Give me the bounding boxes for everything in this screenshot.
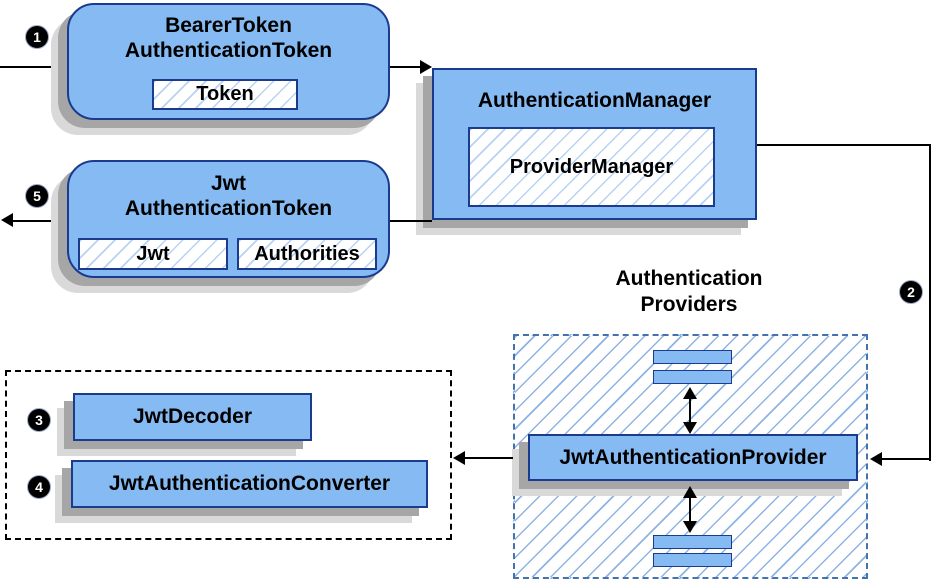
jwt-authentication-provider-label: JwtAuthenticationProvider bbox=[559, 445, 827, 469]
bidirectional-arrow-top-down-arrowhead-icon bbox=[683, 422, 697, 434]
step-4-badge: 4 bbox=[28, 476, 50, 498]
bidirectional-arrow-top-line bbox=[689, 397, 691, 424]
authentication-manager-title: AuthenticationManager bbox=[434, 70, 755, 113]
manager-return-line bbox=[390, 220, 432, 222]
step-2-connector-arrowhead-icon bbox=[870, 452, 882, 466]
incoming-request-line bbox=[0, 66, 67, 68]
jwt-field-label: Jwt bbox=[136, 242, 170, 265]
token-field-label: Token bbox=[196, 83, 254, 105]
bearer-token-title-line1: BearerToken bbox=[165, 14, 292, 37]
jwt-authentication-provider-node: JwtAuthenticationProvider bbox=[528, 434, 858, 481]
result-out-line bbox=[13, 220, 67, 222]
providers-group-label: Authentication Providers bbox=[564, 266, 814, 318]
authentication-manager-node: AuthenticationManager ProviderManager bbox=[432, 68, 757, 220]
step-3-badge: 3 bbox=[28, 409, 50, 431]
arrow-to-authentication-manager-line bbox=[390, 66, 421, 68]
arrow-to-authentication-manager-arrowhead-icon bbox=[420, 60, 432, 74]
bearer-token-title-line2: AuthenticationToken bbox=[124, 39, 333, 62]
token-field: Token bbox=[152, 79, 298, 110]
jwt-decoder-label: JwtDecoder bbox=[132, 405, 253, 428]
bidirectional-arrow-bottom-line bbox=[689, 496, 691, 523]
jwt-token-title-line1: Jwt bbox=[210, 172, 246, 195]
result-out-arrowhead-icon bbox=[1, 213, 13, 227]
authorities-field-label: Authorities bbox=[254, 242, 360, 265]
bearer-token-authentication-token-node: BearerToken AuthenticationToken Token bbox=[67, 3, 390, 120]
step-5-badge: 5 bbox=[26, 185, 48, 207]
providers-group-label-line1: Authentication bbox=[615, 267, 763, 290]
step-2-connector-vertical-segment bbox=[929, 144, 931, 461]
jwt-field: Jwt bbox=[78, 238, 228, 270]
step-2-badge: 2 bbox=[900, 281, 922, 303]
jwt-token-title-line2: AuthenticationToken bbox=[124, 197, 333, 220]
step-1-badge: 1 bbox=[26, 26, 48, 48]
provider-manager-inner-box: ProviderManager bbox=[468, 127, 715, 207]
other-provider-bar-bottom-1 bbox=[653, 535, 732, 549]
other-provider-bar-bottom-2 bbox=[653, 553, 732, 567]
other-provider-bar-top-2 bbox=[653, 370, 732, 384]
provider-to-decoder-line bbox=[465, 457, 513, 459]
jwt-authentication-converter-label: JwtAuthenticationConverter bbox=[108, 472, 391, 495]
provider-manager-label: ProviderManager bbox=[509, 155, 674, 178]
bearer-token-node-title: BearerToken AuthenticationToken bbox=[69, 5, 388, 63]
bidirectional-arrow-bottom-up-arrowhead-icon bbox=[683, 486, 697, 498]
authorities-field: Authorities bbox=[237, 238, 377, 270]
jwt-authentication-token-node: Jwt AuthenticationToken Jwt Authorities bbox=[67, 160, 390, 278]
bidirectional-arrow-top-up-arrowhead-icon bbox=[683, 387, 697, 399]
other-provider-bar-top-1 bbox=[653, 350, 732, 364]
bidirectional-arrow-bottom-down-arrowhead-icon bbox=[683, 521, 697, 533]
jwt-authentication-converter-node: JwtAuthenticationConverter bbox=[71, 460, 428, 508]
providers-group-label-line2: Providers bbox=[640, 293, 738, 316]
authentication-manager-title-text: AuthenticationManager bbox=[477, 89, 712, 112]
step-2-connector-bottom-segment bbox=[882, 458, 929, 460]
jwt-authentication-token-title: Jwt AuthenticationToken bbox=[69, 162, 388, 221]
step-2-connector-top-segment bbox=[757, 144, 931, 146]
jwt-decoder-node: JwtDecoder bbox=[73, 393, 312, 441]
provider-to-decoder-arrowhead-icon bbox=[453, 451, 465, 465]
